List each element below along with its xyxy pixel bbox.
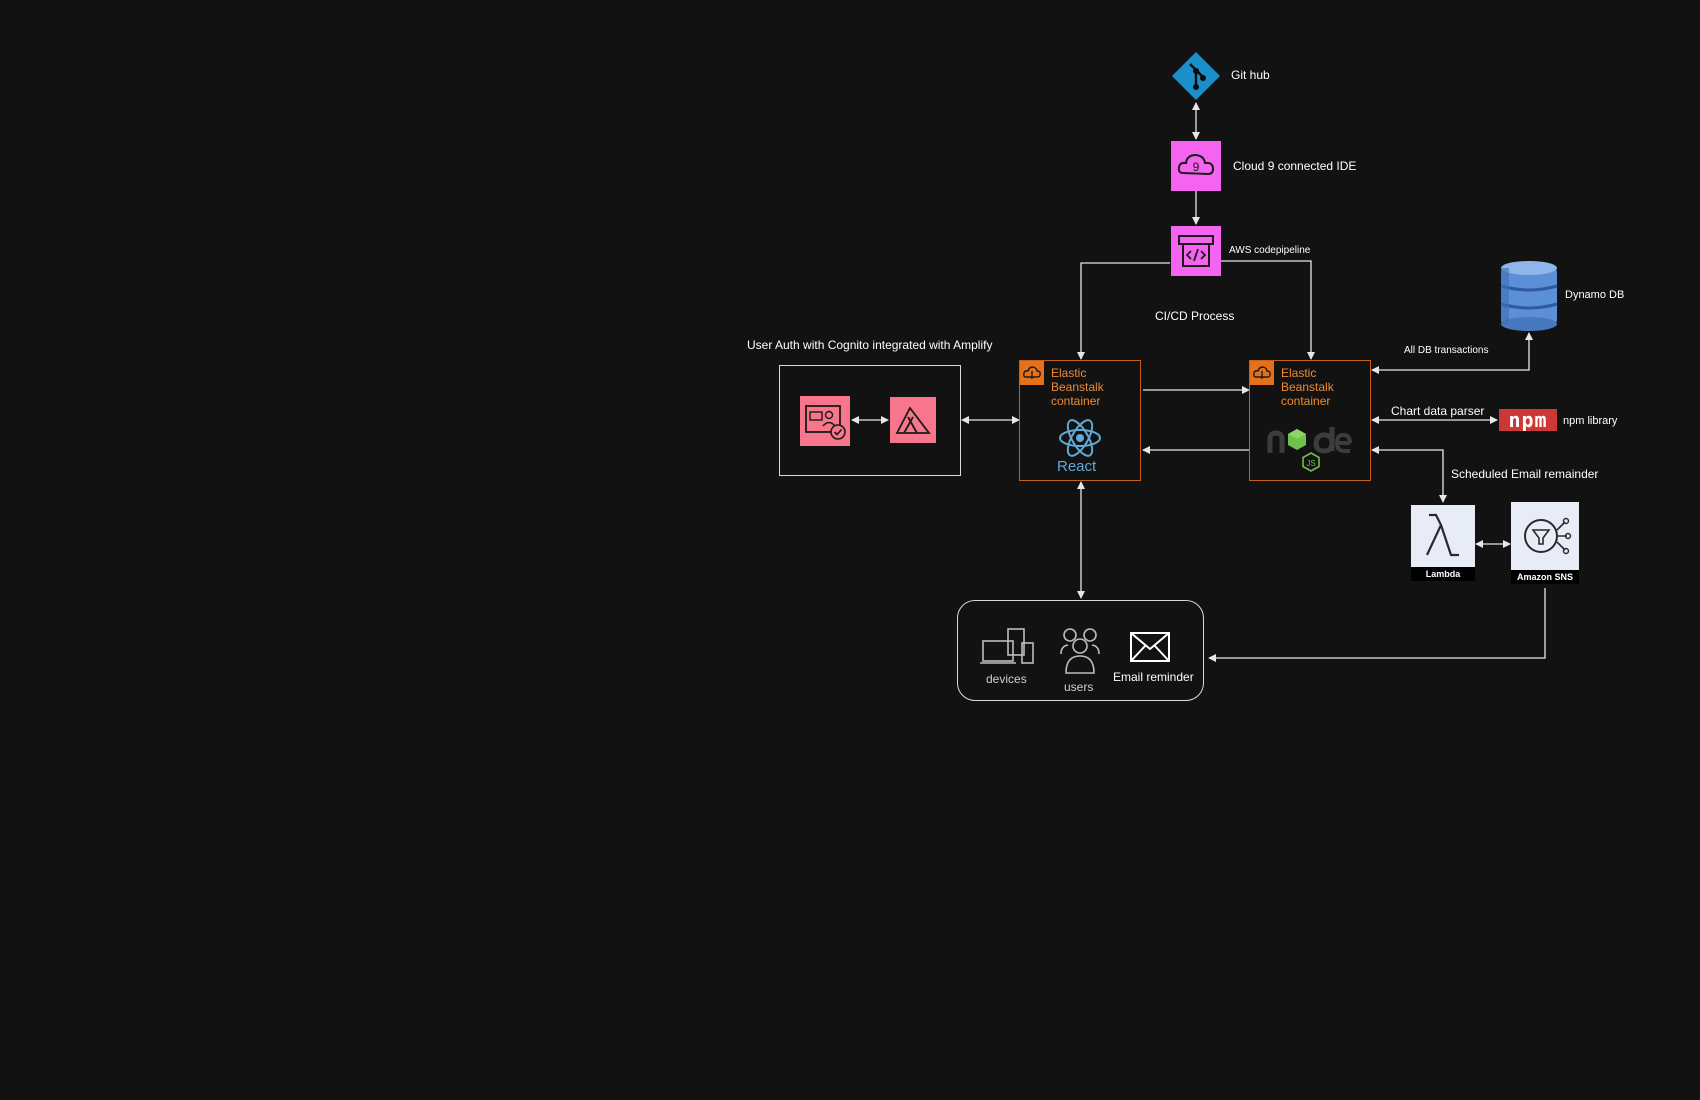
client-group: devices users Email reminder: [957, 600, 1204, 701]
cloud9-node: 9: [1171, 141, 1221, 191]
edge-pipeline-node: [1221, 260, 1315, 360]
lambda-label: Lambda: [1411, 567, 1475, 581]
cloud9-label: Cloud 9 connected IDE: [1233, 159, 1357, 173]
react-label: React: [1057, 458, 1097, 475]
sns-node: Amazon SNS: [1511, 502, 1579, 584]
eb-node-title: Elastic Beanstalk container: [1281, 366, 1334, 408]
auth-group: [779, 365, 961, 476]
lambda-node: Lambda: [1411, 505, 1475, 581]
devices-icon: [980, 628, 1034, 664]
dynamodb-node: [1499, 260, 1559, 332]
svg-text:9: 9: [1193, 160, 1200, 174]
codepipeline-node: [1171, 226, 1221, 276]
npm-logo: npm: [1499, 409, 1557, 431]
edge-node-lambda: [1371, 446, 1447, 503]
users-label: users: [1064, 680, 1094, 694]
edge-pipeline-react: [1077, 262, 1170, 360]
lambda-icon: [1426, 513, 1459, 557]
github-label: Git hub: [1231, 68, 1270, 82]
edge-label-all-db: All DB transactions: [1404, 345, 1489, 356]
dynamodb-label: Dynamo DB: [1565, 289, 1625, 301]
cognito-icon: [805, 405, 846, 440]
sns-label: Amazon SNS: [1511, 570, 1579, 584]
dynamodb-icon: [1500, 261, 1558, 331]
nodejs-icon: JS: [1267, 427, 1352, 472]
svg-text:JS: JS: [1306, 459, 1315, 468]
devices-label: devices: [986, 672, 1027, 686]
email-reminder-label: Email reminder: [1113, 670, 1194, 684]
edge-sns-client: [1208, 588, 1546, 662]
envelope-icon: [1130, 632, 1170, 662]
edge-label-chart-parser: Chart data parser: [1391, 404, 1485, 418]
elastic-beanstalk-icon: [1020, 361, 1044, 385]
eb-node-container: Elastic Beanstalk container JS: [1249, 360, 1371, 481]
edge-node-dynamo: [1371, 332, 1533, 374]
github-node: [1170, 50, 1222, 102]
cognito-node: [800, 396, 850, 446]
cloud9-icon: 9: [1177, 153, 1215, 176]
cicd-label: CI/CD Process: [1155, 309, 1235, 323]
sns-icon: [1524, 517, 1572, 555]
npm-label: npm library: [1563, 415, 1618, 427]
auth-group-label: User Auth with Cognito integrated with A…: [747, 338, 993, 352]
codepipeline-icon: [1178, 235, 1214, 267]
git-icon: [1171, 51, 1221, 101]
amplify-node: [890, 397, 936, 443]
eb-react-container: Elastic Beanstalk container React: [1019, 360, 1141, 481]
codepipeline-label: AWS codepipeline: [1229, 245, 1311, 256]
amplify-icon: [895, 406, 931, 434]
react-icon: [1059, 419, 1101, 457]
eb-react-title: Elastic Beanstalk container: [1051, 366, 1104, 408]
elastic-beanstalk-icon: [1250, 361, 1274, 385]
edge-label-scheduled-email: Scheduled Email remainder: [1451, 467, 1599, 481]
users-icon: [1060, 628, 1100, 674]
